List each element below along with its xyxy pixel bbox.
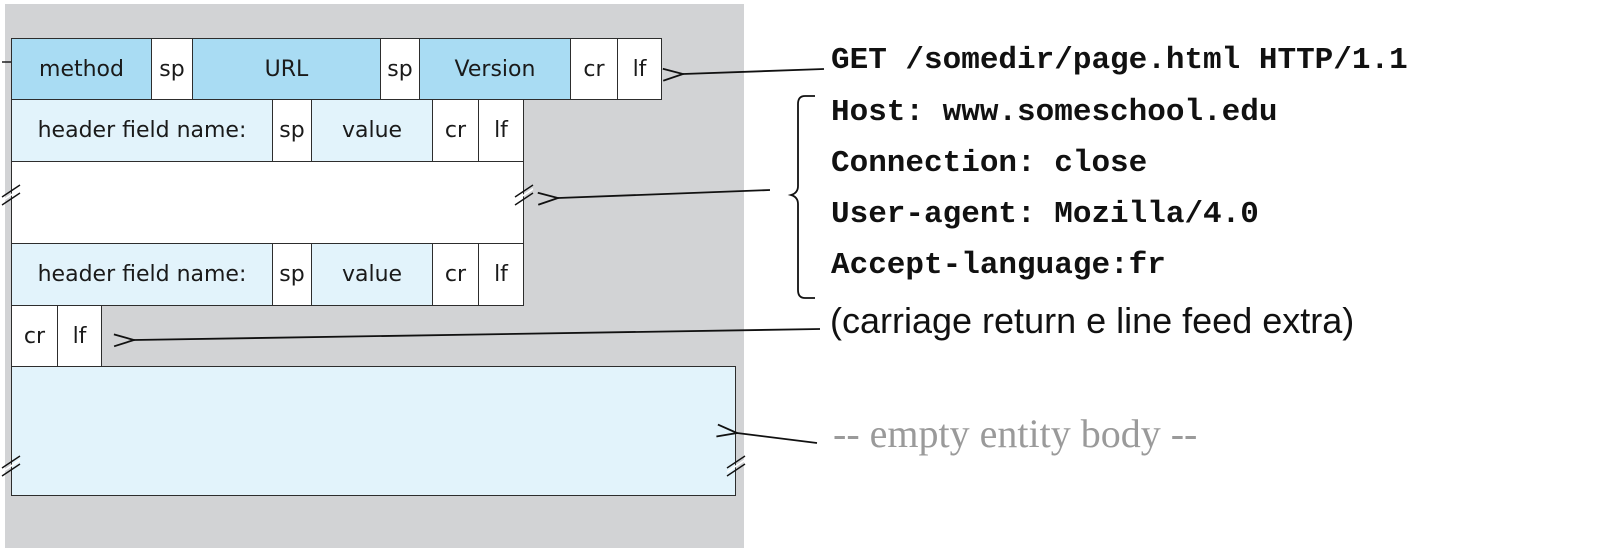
entity-body — [11, 366, 736, 496]
empty-body-note: -- empty entity body -- — [833, 411, 1198, 456]
headers-arrow — [558, 189, 771, 198]
url-field: URL — [192, 38, 381, 100]
omitted-header-lines — [11, 161, 524, 244]
cr-field: cr — [570, 38, 618, 100]
method-field: method — [11, 38, 152, 100]
cr-field: cr — [11, 305, 58, 368]
sp-field: sp — [272, 243, 312, 306]
request-line-arrow — [683, 69, 825, 74]
user-agent-header-example: User-agent: Mozilla/4.0 — [831, 197, 1259, 232]
body-arrow — [737, 433, 818, 444]
lf-field: lf — [617, 38, 662, 100]
lf-field: lf — [478, 243, 524, 306]
host-header-example: Host: www.someschool.edu — [831, 95, 1278, 130]
version-field: Version — [419, 38, 571, 100]
accept-language-header-example: Accept-language:fr — [831, 248, 1166, 283]
cr-field: cr — [432, 99, 479, 162]
header-field-name: header field name: — [11, 243, 273, 306]
cr-field: cr — [432, 243, 479, 306]
sp-field: sp — [272, 99, 312, 162]
headers-brace — [787, 95, 815, 299]
request-line-example: GET /somedir/page.html HTTP/1.1 — [831, 43, 1408, 78]
header-value-field: value — [311, 243, 433, 306]
connection-header-example: Connection: close — [831, 146, 1148, 181]
header-field-name: header field name: — [11, 99, 273, 162]
blank-line-arrow — [134, 328, 821, 340]
blank-line-note: (carriage return e line feed extra) — [830, 300, 1355, 341]
